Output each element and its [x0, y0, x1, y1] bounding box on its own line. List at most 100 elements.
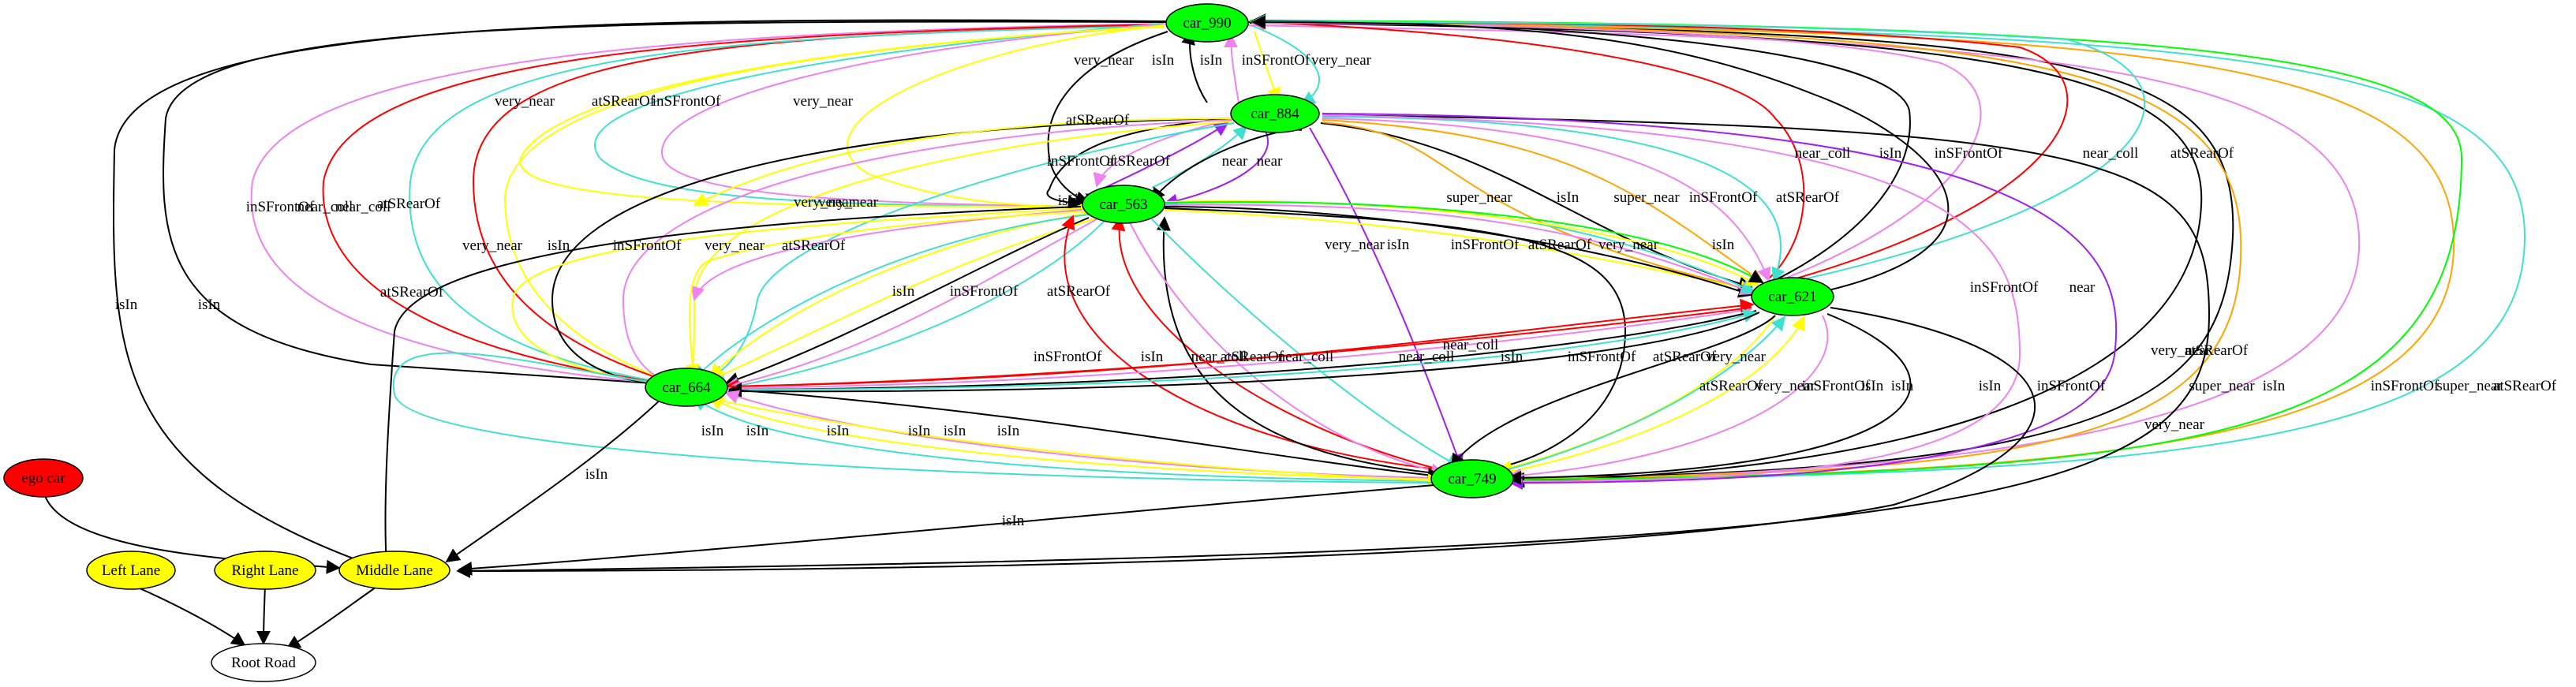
edge-inSFrontOf: [1322, 114, 2021, 488]
node-right-lane[interactable]: Right Lane: [214, 551, 316, 590]
edge-label-near-coll: near_coll: [1191, 349, 1247, 365]
edge-label-near-coll: near_coll: [1399, 349, 1455, 365]
edge-label-inSFrontOf: inSFrontOf: [1802, 378, 1871, 394]
node-car-621[interactable]: car_621: [1751, 277, 1834, 316]
edge-isIn: [256, 584, 271, 645]
edge-label-isIn: isIn: [548, 237, 570, 254]
edge-near: [1104, 122, 1229, 189]
edge-inSFrontOf: [1093, 119, 1232, 188]
node-root-road[interactable]: Root Road: [211, 643, 316, 682]
node-car-884[interactable]: car_884: [1230, 94, 1320, 133]
edge-atSRearOf: [693, 214, 1090, 380]
edge-label-very-near: very_near: [1311, 52, 1372, 69]
edge-isIn: [724, 217, 1090, 386]
edge-very_near: [708, 215, 1105, 382]
edge-label-atSRearOf: atSRearOf: [1776, 189, 1840, 206]
edge-label-atSRearOf: atSRearOf: [2493, 378, 2557, 394]
edge-label-inSFrontOf: inSFrontOf: [2037, 378, 2106, 394]
edge-label-near-coll: near_coll: [297, 199, 353, 215]
edge-isIn: [1507, 313, 1912, 485]
edge-very_near: [1501, 315, 1805, 474]
edge-label-isIn: isIn: [1141, 349, 1164, 365]
edge-label-isIn: isIn: [1387, 237, 1410, 253]
edge-label-very-near: very_near: [1325, 237, 1385, 253]
edge-label-isIn: isIn: [1712, 237, 1735, 253]
edge-isIn: [458, 484, 1445, 576]
edge-isIn: [727, 310, 1757, 397]
edge-inSFrontOf: [622, 119, 1233, 390]
edge-super_near: [1249, 21, 2242, 486]
edge-atSRearOf: [594, 23, 1165, 214]
edge-label-super-near: super_near: [2189, 378, 2255, 394]
node-car-990[interactable]: car_990: [1165, 3, 1249, 43]
edge-isIn: [456, 307, 2036, 578]
edge-atSRearOf: [1151, 125, 1248, 189]
edge-isIn: [1164, 207, 1627, 479]
edge-label-atSRearOf: atSRearOf: [1107, 153, 1171, 170]
edge-label-isIn: isIn: [746, 423, 769, 439]
edge-label-isIn: isIn: [1557, 189, 1580, 206]
edge-isIn: [1156, 216, 1453, 476]
edge-label-isIn: isIn: [585, 466, 608, 483]
edge-near_coll: [1061, 215, 1445, 471]
edge-inSFrontOf: [1224, 33, 1239, 103]
edge-very_near: [712, 398, 1442, 488]
edge-label-near: near: [2069, 279, 2096, 296]
edge-label-isIn: isIn: [908, 423, 931, 439]
edge-atSRearOf: [1498, 315, 1786, 472]
edge-isIn: [1249, 22, 2203, 488]
node-label: car_621: [1768, 289, 1816, 305]
edge-label-isIn: isIn: [892, 283, 915, 300]
edge-label-isIn: isIn: [198, 297, 221, 313]
edge-label-atSRearOf: atSRearOf: [1066, 112, 1130, 129]
node-label: car_664: [662, 379, 711, 396]
edge-label-inSFrontOf: inSFrontOf: [1034, 349, 1102, 365]
edge-label-inSFrontOf: inSFrontOf: [1935, 145, 2003, 162]
edge-label-very-near: very_near: [2144, 416, 2205, 433]
edge-super_near: [1322, 121, 1755, 295]
edge-isIn: [1164, 206, 1753, 298]
edge-very_near: [1497, 315, 1776, 474]
edge-inSFrontOf: [250, 23, 1165, 391]
edge-label-very-near: very_near: [495, 93, 555, 110]
edge-label-isIn: isIn: [944, 423, 966, 439]
edge-label-very-near: very_near: [793, 93, 854, 110]
edge-very_near: [708, 397, 1441, 480]
edge-label-atSRearOf: atSRearOf: [380, 284, 444, 301]
edge-label-isIn: isIn: [1501, 349, 1524, 365]
node-label: car_990: [1183, 15, 1231, 32]
node-middle-lane[interactable]: Middle Lane: [338, 551, 451, 590]
node-label: ego car: [21, 470, 65, 487]
edge-label-isIn: isIn: [997, 423, 1020, 439]
edge-label-super-near: super_near: [2436, 378, 2503, 394]
edge-label-atSRearOf: atSRearOf: [1699, 378, 1763, 394]
edge-super_near: [1249, 21, 2455, 487]
edge-inSFrontOf: [690, 209, 1083, 301]
node-ego-car[interactable]: ego car: [3, 458, 84, 498]
edge-label-very-near: very_near: [818, 194, 879, 211]
edge-label-inSFrontOf: inSFrontOf: [1047, 153, 1116, 170]
edge-label-near-coll: near_coll: [1443, 337, 1499, 353]
edge-very_near: [1164, 209, 1755, 295]
edge-label-isIn: isIn: [1979, 378, 2002, 394]
node-label: Root Road: [231, 655, 296, 671]
node-left-lane[interactable]: Left Lane: [86, 551, 176, 590]
edge-atSRearOf: [1151, 218, 1461, 468]
node-car-664[interactable]: car_664: [645, 368, 728, 407]
edge-label-inSFrontOf: inSFrontOf: [1689, 189, 1758, 206]
edge-label-very-near: very_near: [2151, 342, 2211, 359]
node-car-563[interactable]: car_563: [1082, 185, 1165, 224]
edge-green: [1249, 20, 2463, 487]
edge-near_coll: [1250, 15, 1805, 281]
edge-very_near: [693, 118, 1235, 206]
edge-atSRearOf: [693, 396, 1441, 482]
edge-label-isIn: isIn: [1861, 378, 1884, 394]
edge-label-isIn: isIn: [1879, 145, 1902, 162]
edge-isIn: [1047, 31, 1168, 205]
node-car-749[interactable]: car_749: [1430, 459, 1514, 498]
edge-label-inSFrontOf: inSFrontOf: [1451, 237, 1520, 253]
edge-atSRearOf: [1251, 14, 2146, 283]
edge-label-very-near: very_near: [1074, 52, 1135, 69]
edge-label-isIn: isIn: [2263, 378, 2286, 394]
